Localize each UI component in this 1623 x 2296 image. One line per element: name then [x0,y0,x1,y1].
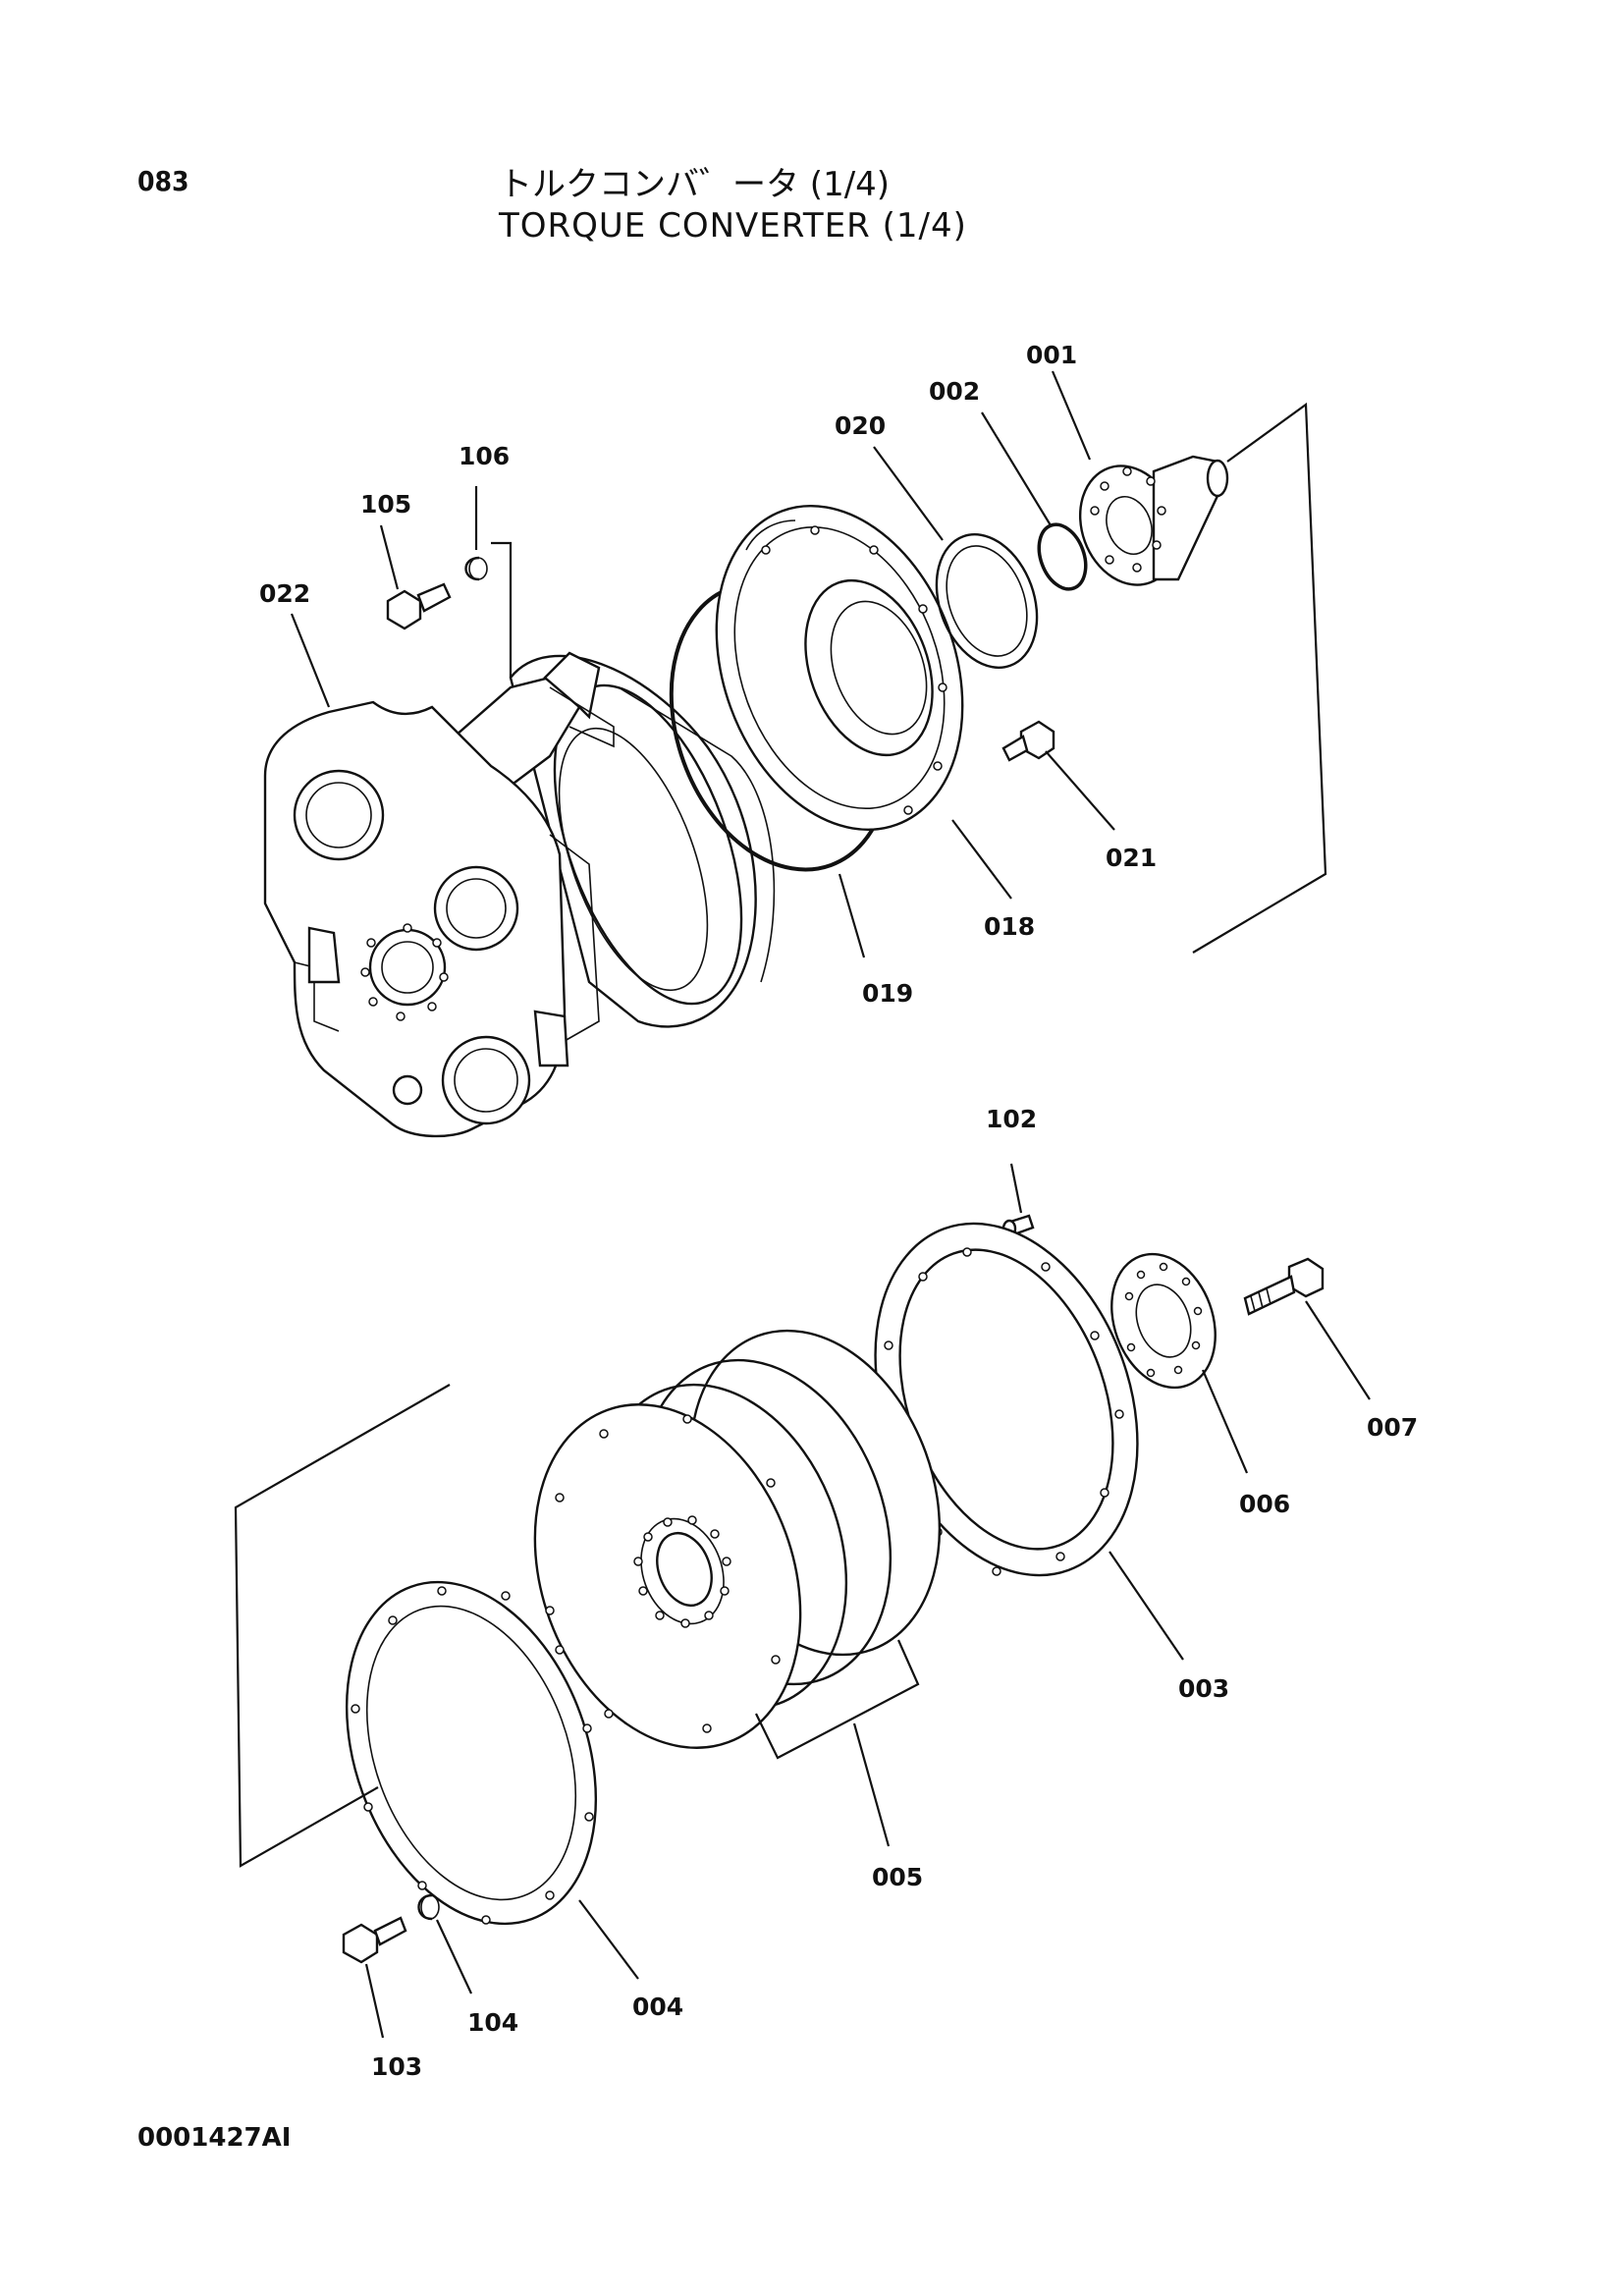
leader-018 [951,819,1012,900]
label-019: 019 [862,979,913,1008]
label-102: 102 [986,1105,1037,1133]
hub-001 [1078,455,1229,586]
plate-006 [1110,1252,1217,1390]
bolt-021 [1001,720,1055,762]
page-number: 083 [137,165,189,197]
label-105: 105 [360,490,411,519]
adapter-ring-003 [874,1222,1139,1577]
flange-housing-018 [715,505,964,831]
leader-002 [981,411,1052,526]
washer-106 [464,556,488,581]
page-title-english: TORQUE CONVERTER (1/4) [499,206,967,246]
leader-019 [838,873,866,958]
page-title-japanese: トルクコンバ゛ータ (1/4) [499,165,891,204]
label-004: 004 [632,1993,683,2021]
label-104: 104 [467,2008,518,2037]
leader-003 [1109,1551,1184,1661]
assembly-bracket-lower [234,1384,451,1868]
washer-104 [417,1893,440,1921]
seal-ring-020 [935,533,1039,669]
label-005: 005 [872,1863,923,1891]
leader-006 [1201,1369,1249,1474]
label-018: 018 [984,912,1035,941]
label-003: 003 [1178,1674,1229,1703]
bolt-105 [386,582,452,630]
leader-007 [1305,1300,1371,1400]
leader-103 [364,1963,385,2039]
label-006: 006 [1239,1490,1290,1518]
leader-020 [873,446,944,541]
label-022: 022 [259,579,310,608]
bolt-103 [342,1916,407,1964]
leader-022 [290,613,331,708]
drawing-code: 0001427AI [137,2123,292,2153]
leader-021 [1045,750,1115,831]
cover-ring-004 [345,1580,598,1926]
assembly-bracket-upper [1192,402,1327,954]
leader-105 [379,524,400,590]
leader-005 [852,1722,891,1847]
label-002: 002 [929,377,980,406]
reference-line-106 [491,541,513,678]
bracket-005 [755,1639,920,1760]
leader-102 [1009,1163,1023,1214]
o-ring-002 [1037,522,1088,591]
bolt-007 [1243,1257,1325,1316]
leader-004 [578,1899,639,1980]
label-007: 007 [1367,1413,1418,1442]
label-001: 001 [1026,341,1077,369]
label-103: 103 [371,2052,422,2081]
label-106: 106 [459,442,510,470]
label-020: 020 [835,411,886,440]
housing-022 [263,651,776,1138]
converter-005 [533,1329,942,1749]
leader-104 [436,1919,472,1995]
label-021: 021 [1106,844,1157,872]
leader-001 [1051,370,1092,461]
